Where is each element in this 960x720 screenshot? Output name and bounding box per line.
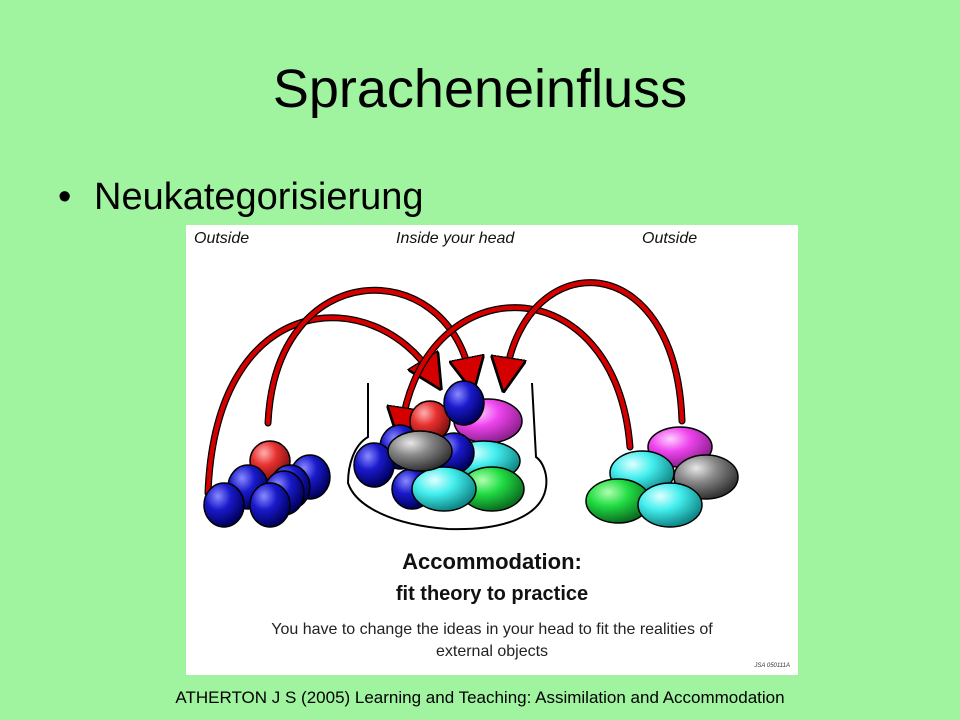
diagram-stamp: JSA 050111A	[754, 663, 790, 669]
center-inside-balls	[353, 380, 525, 512]
arrows	[204, 279, 686, 497]
diagram-description-line2: external objects	[435, 643, 549, 660]
citation: ATHERTON J S (2005) Learning and Teachin…	[175, 688, 785, 707]
bullet-text: Neukategorisierung	[94, 176, 424, 218]
diagram-subheading: fit theory to practice	[395, 583, 589, 605]
left-outside-balls	[203, 440, 331, 528]
diagram-graphic	[203, 279, 739, 531]
head-container	[346, 382, 548, 531]
accommodation-diagram: Outside Inside your head Outside Accommo…	[186, 225, 798, 675]
slide-title: Spracheneinfluss	[272, 59, 688, 119]
label-outside-right: Outside	[642, 230, 698, 247]
bullet-dot-icon: •	[58, 176, 72, 218]
diagram-description-line1: You have to change the ideas in your hea…	[271, 621, 713, 638]
label-inside-head: Inside your head	[396, 230, 515, 247]
diagram-heading: Accommodation:	[402, 549, 582, 574]
right-outside-balls	[585, 426, 739, 528]
bullet-item: • Neukategorisierung	[58, 176, 424, 219]
label-outside-left: Outside	[194, 230, 250, 247]
